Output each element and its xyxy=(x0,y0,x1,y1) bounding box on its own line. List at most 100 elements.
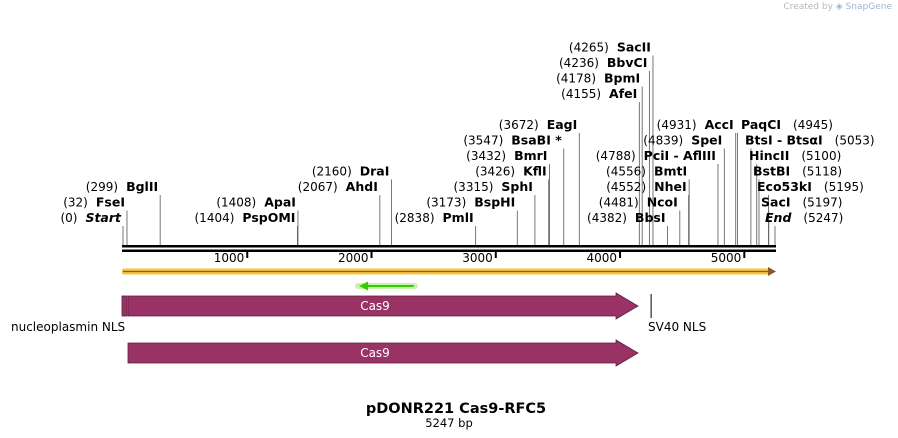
restriction-site-label: (3432)BmrI xyxy=(466,148,547,163)
cas9-arrow-2 xyxy=(127,339,639,367)
restriction-site: (32) FseI xyxy=(63,195,128,245)
site-position: (4265) xyxy=(569,41,609,55)
cas9-arrow-1 xyxy=(127,292,639,320)
restriction-site-label: SacI(5197) xyxy=(761,195,842,210)
restriction-site-label: (299) BglII xyxy=(86,179,158,194)
restriction-site-label: BtsI - BtsαI(5053) xyxy=(745,133,875,148)
enzyme-name: BsaBI * xyxy=(511,133,562,148)
restriction-site-label: (2838)PmlI xyxy=(395,210,474,225)
restriction-site: (2160)DraI xyxy=(312,164,392,245)
site-position: (4931) xyxy=(657,118,697,132)
site-position: (5100) xyxy=(801,149,841,163)
cas9-feature-1: Cas9 xyxy=(127,292,639,320)
site-position: (4236) xyxy=(559,56,599,70)
site-position: (3547) xyxy=(463,134,503,148)
enzyme-name: End xyxy=(765,210,792,225)
restriction-site: (2838)PmlI xyxy=(395,210,477,245)
site-position: (299) xyxy=(86,180,118,194)
site-position: (32) xyxy=(63,196,88,210)
restriction-site-label: (32) FseI xyxy=(63,195,125,210)
restriction-site-label: (4178) BpmI xyxy=(556,71,640,86)
enzyme-name: FseI xyxy=(96,195,125,210)
site-position: (5197) xyxy=(803,196,843,210)
enzyme-name: AccI xyxy=(705,117,734,132)
restriction-site-label: (4931) AccI xyxy=(657,117,734,132)
enzyme-name: BmtI xyxy=(654,164,687,179)
restriction-site: (4178) BpmI xyxy=(556,71,643,245)
restriction-site: Eco53kI (5195) xyxy=(757,179,864,245)
restriction-site: (4839)SpeI xyxy=(643,133,725,245)
site-position: (4178) xyxy=(556,72,596,86)
restriction-site: BtsI - BtsαI(5053) xyxy=(745,133,875,245)
restriction-site: (3315)SphI xyxy=(454,179,536,245)
restriction-site: (4236) BbvCI xyxy=(559,55,650,245)
site-position: (0) xyxy=(60,211,77,225)
restriction-site-label: (2067)AhdI xyxy=(298,179,378,194)
restriction-site-label: (4556)BmtI xyxy=(606,164,687,179)
watermark: Created by ◈ SnapGene xyxy=(783,2,892,12)
primer-arrowhead xyxy=(359,281,369,291)
enzyme-name: PciI - AflIII xyxy=(644,148,716,163)
restriction-site: (3547) BsaBI * xyxy=(463,133,565,245)
restriction-site-label: (4382)BbsI xyxy=(587,210,665,225)
backbone-feature-arrowhead xyxy=(768,267,776,276)
enzyme-name: NcoI xyxy=(647,195,678,210)
enzyme-name: BglII xyxy=(126,179,158,194)
plasmid-title: pDONR221 Cas9-RFC5 xyxy=(366,401,546,417)
restriction-site-label: Eco53kI (5195) xyxy=(757,179,864,194)
plasmid-length: 5247 bp xyxy=(425,416,473,430)
enzyme-name: PspOMI xyxy=(242,210,295,225)
site-position: (3173) xyxy=(426,196,466,210)
enzyme-name: BpmI xyxy=(604,71,640,86)
restriction-site: (1408)ApaI xyxy=(216,195,299,245)
restriction-site-label: (1404)PspOMI xyxy=(195,210,296,225)
restriction-site: (1404)PspOMI xyxy=(195,210,298,245)
nls-left-feature: nucleoplasmin NLS xyxy=(11,295,128,334)
restriction-site-label: HincII(5100) xyxy=(749,148,841,163)
watermark-prefix: Created by xyxy=(783,2,833,12)
site-position: (4481) xyxy=(599,196,639,210)
restriction-site-label: (4839)SpeI xyxy=(643,133,722,148)
site-position: (2067) xyxy=(298,180,338,194)
backbone-feature xyxy=(122,267,776,276)
sv40-nls-label: SV40 NLS xyxy=(648,320,706,334)
restriction-site: BstBI(5118) xyxy=(753,164,842,245)
enzyme-name: BmrI xyxy=(514,148,547,163)
restriction-site: (3426)KflI xyxy=(475,164,550,245)
restriction-site-label: BstBI(5118) xyxy=(753,164,842,179)
restriction-site-label: (3173) BspHI xyxy=(426,195,515,210)
restriction-site-label: (2160)DraI xyxy=(312,164,390,179)
site-position: (3315) xyxy=(454,180,494,194)
restriction-site-label: (3547) BsaBI * xyxy=(463,133,562,148)
restriction-site-label: (4552)NheI xyxy=(606,179,686,194)
restriction-site: (4382)BbsI xyxy=(587,210,668,245)
restriction-site-label: (3315)SphI xyxy=(454,179,533,194)
site-position: (5195) xyxy=(824,180,864,194)
ruler-tick-label: 3000 xyxy=(462,251,493,265)
restriction-site: (4788)PciI - AflIII xyxy=(596,148,719,245)
restriction-site: SacI(5197) xyxy=(761,195,842,245)
primer-arrow xyxy=(355,281,418,291)
enzyme-name: SacII xyxy=(617,40,651,55)
enzyme-name: Eco53kI xyxy=(757,179,812,194)
site-position: (5247) xyxy=(803,211,843,225)
restriction-site-label: (1408)ApaI xyxy=(216,195,296,210)
enzyme-name: PaqCI xyxy=(741,117,781,132)
enzyme-name: EagI xyxy=(547,117,578,132)
restriction-site-label: (0)Start xyxy=(60,210,122,225)
restriction-site: (4552)NheI xyxy=(606,179,690,245)
enzyme-name: BspHI xyxy=(474,195,515,210)
restriction-site: PaqCI(4945) xyxy=(737,117,833,245)
restriction-site-label: (4788)PciI - AflIII xyxy=(596,148,716,163)
restriction-site-label: PaqCI(4945) xyxy=(741,117,833,132)
enzyme-name: BbvCI xyxy=(607,55,647,70)
ruler-tick-label: 1000 xyxy=(214,251,245,265)
restriction-site: HincII(5100) xyxy=(749,148,841,245)
enzyme-name: BbsI xyxy=(635,210,666,225)
enzyme-name: BtsI - BtsαI xyxy=(745,133,823,148)
restriction-site-label: (4236) BbvCI xyxy=(559,55,647,70)
nucleoplasmin-nls-label: nucleoplasmin NLS xyxy=(11,320,125,334)
restriction-site: (4556)BmtI xyxy=(606,164,690,245)
enzyme-name: KflI xyxy=(523,164,547,179)
